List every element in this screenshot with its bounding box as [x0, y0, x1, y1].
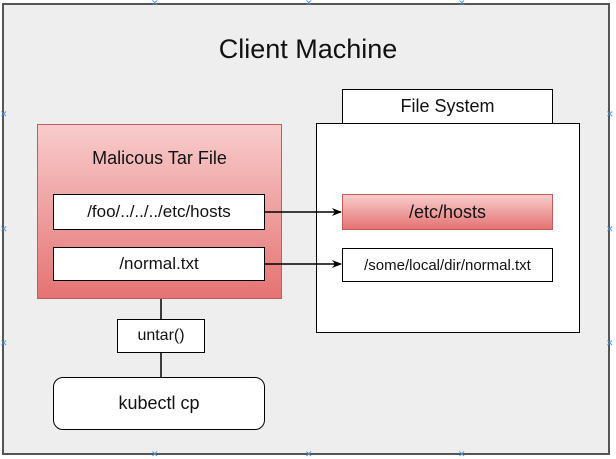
- file-system-target-hosts[interactable]: /etc/hosts: [342, 194, 553, 230]
- file-system-target-normal-label: /some/local/dir/normal.txt: [364, 256, 531, 274]
- file-system-label: File System: [400, 96, 495, 116]
- file-system-target-hosts-label: /etc/hosts: [408, 201, 487, 222]
- selection-handle-icon[interactable]: ✕: [0, 109, 8, 119]
- selection-handle-icon[interactable]: ✕: [0, 338, 8, 348]
- file-system-target-normal[interactable]: /some/local/dir/normal.txt: [342, 248, 553, 282]
- tar-entry-hosts-traversal[interactable]: /foo/../../../etc/hosts: [53, 194, 265, 230]
- selection-handle-icon[interactable]: ✕: [305, 0, 313, 8]
- selection-handle-icon[interactable]: ✕: [0, 224, 8, 234]
- client-machine-title: Client Machine: [218, 34, 398, 64]
- kubectl-cp-label: kubectl cp: [118, 393, 200, 413]
- selection-handle-icon[interactable]: ✕: [606, 109, 614, 119]
- untar-label: untar(): [137, 327, 185, 344]
- malicious-tar-file-label: Malicous Tar File: [92, 148, 227, 168]
- selection-handle-icon[interactable]: ✕: [151, 0, 159, 8]
- selection-handle-icon[interactable]: ✕: [305, 449, 313, 459]
- kubectl-cp-node[interactable]: kubectl cp: [53, 377, 265, 430]
- tar-entry-hosts-label: /foo/../../../etc/hosts: [87, 202, 231, 221]
- untar-step[interactable]: untar(): [117, 319, 205, 353]
- selection-handle-icon[interactable]: ✕: [606, 224, 614, 234]
- selection-handle-icon[interactable]: ✕: [151, 449, 159, 459]
- tar-entry-normal-label: /normal.txt: [119, 254, 199, 273]
- file-system-tab[interactable]: File System: [342, 89, 553, 124]
- tar-entry-normal[interactable]: /normal.txt: [53, 247, 265, 281]
- selection-handle-icon[interactable]: ✕: [458, 0, 466, 8]
- selection-handle-icon[interactable]: ✕: [458, 449, 466, 459]
- selection-handle-icon[interactable]: ✕: [606, 338, 614, 348]
